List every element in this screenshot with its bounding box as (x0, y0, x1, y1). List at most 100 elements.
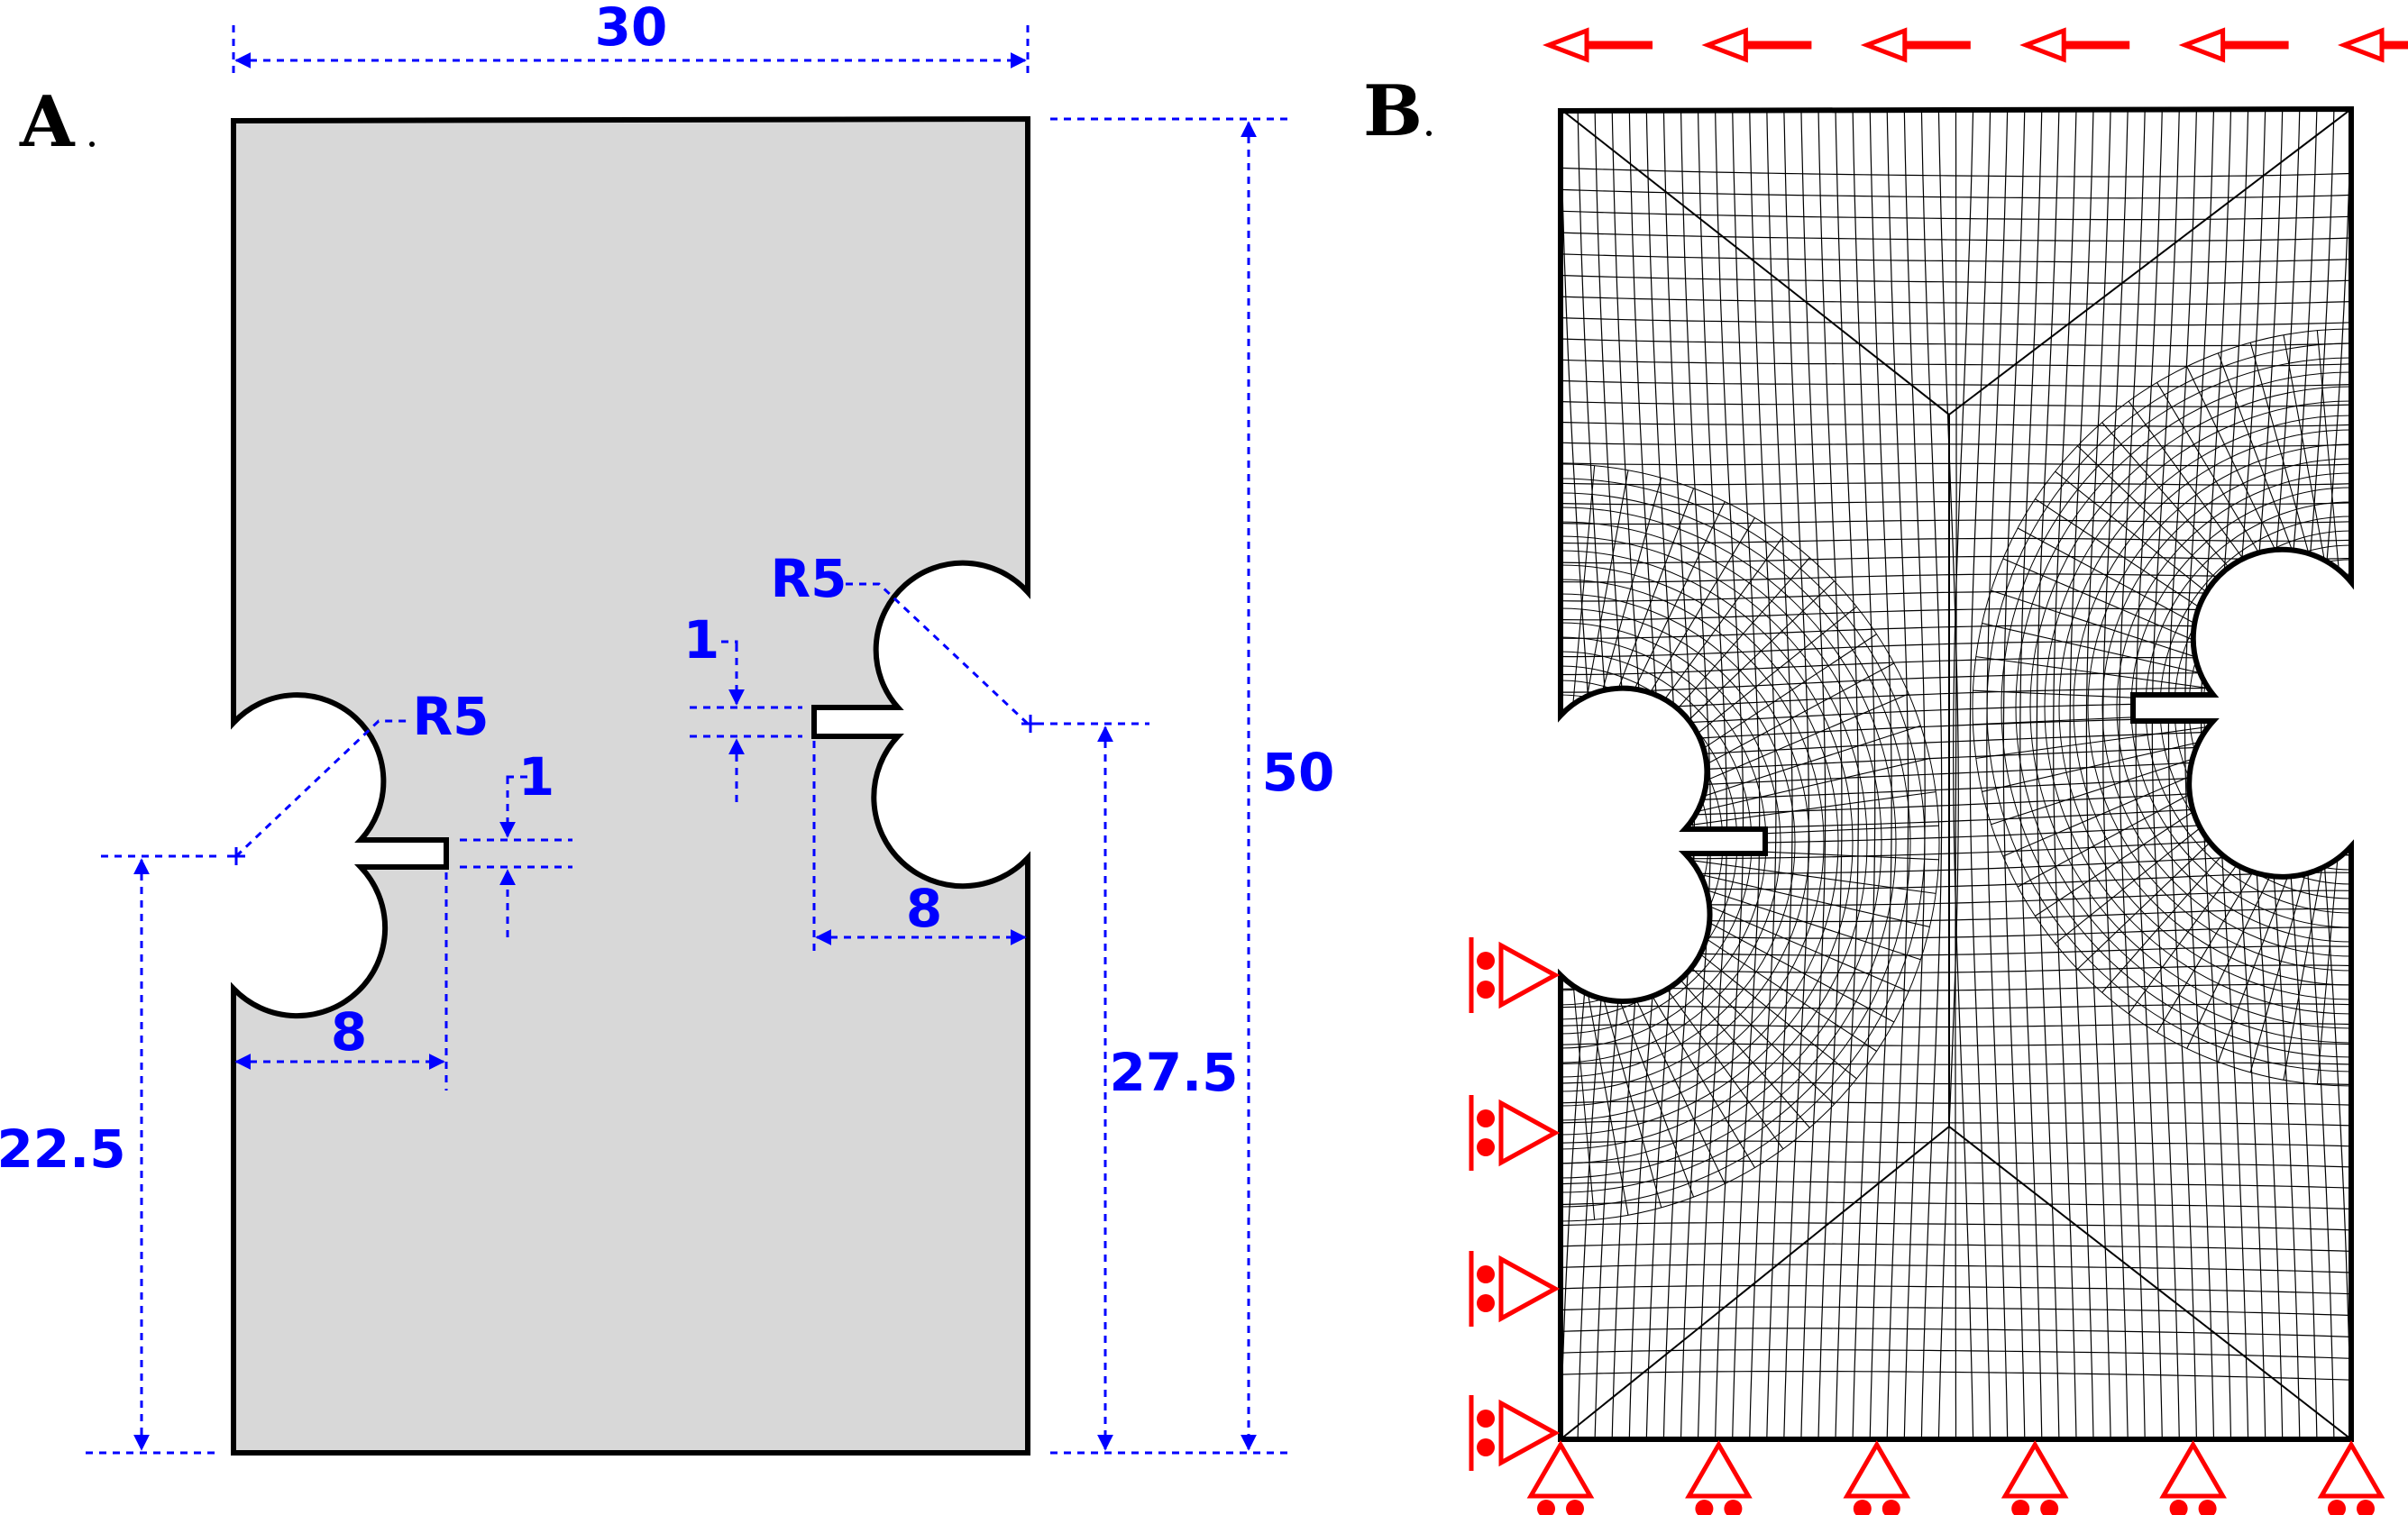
mesh-line (1561, 579, 1825, 1107)
load-arrow (1860, 27, 1971, 63)
load-arrow (2337, 27, 2408, 63)
mesh-line (1817, 109, 1843, 1439)
mesh-line (2312, 109, 2351, 1439)
panel-b-label: B (1363, 70, 1423, 152)
bottom-roller-ball (1566, 1500, 1584, 1515)
mesh-line (2073, 429, 2351, 986)
bottom-roller-triangle (1685, 1440, 1753, 1499)
side-roller-ball (1477, 1138, 1495, 1156)
mesh-line (2200, 109, 2232, 1439)
mesh-line (1561, 1285, 2351, 1295)
mesh-line (1953, 109, 1974, 1439)
mesh-line (1561, 1222, 2351, 1231)
load-arrow-head (2337, 27, 2385, 63)
mesh-line (1561, 210, 2351, 221)
mesh-line (2101, 768, 2299, 993)
mesh-line (1561, 519, 2351, 525)
mesh-line (1561, 521, 1882, 1164)
mesh-line (1561, 1140, 2351, 1147)
mesh-line (2151, 109, 2180, 1439)
bottom-roller-support (2317, 1440, 2385, 1515)
mesh-line (1973, 689, 2271, 705)
side-roller-ball (1477, 1294, 1495, 1312)
mesh-line (1991, 732, 2275, 826)
mesh-line (2128, 772, 2304, 1015)
mesh-line (1991, 589, 2275, 683)
load-arrow-head (2019, 27, 2066, 63)
bottom-roller-triangle (1526, 1440, 1595, 1499)
mesh-line (1561, 478, 1926, 1208)
mesh-line (1613, 557, 1810, 782)
mesh-line (1561, 964, 2351, 974)
load-arrow (2178, 27, 2289, 63)
bottom-roller-triangle (1843, 1440, 1911, 1499)
mesh-line (2101, 458, 2351, 957)
mesh-line (2101, 422, 2299, 647)
load-arrow (1542, 27, 1653, 63)
mesh-line (1955, 109, 1957, 1439)
side-roller-ball (1477, 981, 1495, 999)
mesh-line (2283, 334, 2338, 628)
mesh-line (1561, 338, 2351, 347)
mesh-line (1561, 167, 2351, 178)
mesh-line (1783, 109, 1809, 1439)
mesh-line (2069, 109, 2094, 1439)
left-notch-depth-label: 8 (331, 1001, 367, 1063)
mesh-line (2216, 109, 2249, 1439)
mesh-line (1561, 421, 2351, 427)
mesh-line (1561, 1081, 2351, 1085)
mesh-line (2130, 487, 2351, 928)
mesh-line (2017, 527, 2281, 670)
mesh-line (1986, 109, 2009, 1439)
bottom-roller-ball (1695, 1500, 1714, 1515)
mesh-line (2156, 776, 2311, 1033)
right-slit-width-label: 1 (683, 609, 719, 671)
mesh-line (2085, 109, 2111, 1439)
mesh-line (1561, 188, 2351, 199)
bottom-roller-ball (1537, 1500, 1555, 1515)
mesh-line (1561, 708, 1695, 977)
side-roller-ball (1477, 1265, 1495, 1283)
mesh-line (1969, 109, 1991, 1439)
finite-element-mesh (1561, 109, 2351, 1439)
mesh-line (1973, 710, 2271, 726)
mesh-line (1561, 1328, 2351, 1337)
mesh-line (2246, 602, 2351, 813)
mesh-line (1561, 359, 2351, 367)
mesh-line (2248, 109, 2284, 1439)
mesh-line (1561, 1243, 2351, 1252)
mesh-line (1852, 109, 1876, 1439)
bottom-roller-ball (1882, 1500, 1900, 1515)
mesh-line (1645, 109, 1679, 1439)
mesh-line (2260, 616, 2351, 799)
mesh-line (1594, 109, 1631, 1439)
mesh-line (2202, 559, 2351, 856)
mesh-line (1561, 1042, 2351, 1046)
mesh-line (1886, 109, 1909, 1439)
mesh-line (1732, 109, 1761, 1439)
bottom-roller-triangle (2159, 1440, 2227, 1499)
mesh-line (1561, 723, 1680, 963)
mesh-line (2217, 573, 2351, 842)
mesh-line (1639, 860, 1930, 927)
side-roller-ball (1477, 1410, 1495, 1428)
mesh-line (1561, 535, 1868, 1150)
mesh-line (2159, 516, 2351, 899)
bottom-roller-ball (2011, 1500, 2030, 1515)
mesh-line (1561, 1160, 2351, 1168)
mesh-line (1567, 465, 1596, 762)
mesh-line (1561, 317, 2351, 326)
mesh-line (2002, 109, 2026, 1439)
dimension-lines (86, 25, 1289, 1455)
mesh-line (1561, 253, 2351, 263)
mesh-line (1561, 109, 1950, 415)
mesh-line (2231, 588, 2351, 827)
mesh-line (1948, 109, 2351, 415)
mesh-line (1766, 109, 1793, 1439)
load-arrow-head (1860, 27, 1908, 63)
side-roller-support (1469, 1251, 1561, 1327)
mesh-line (2015, 371, 2351, 1044)
mesh-line (2058, 415, 2351, 1000)
mesh-line (1561, 1022, 2351, 1028)
mesh-line (2184, 109, 2215, 1439)
